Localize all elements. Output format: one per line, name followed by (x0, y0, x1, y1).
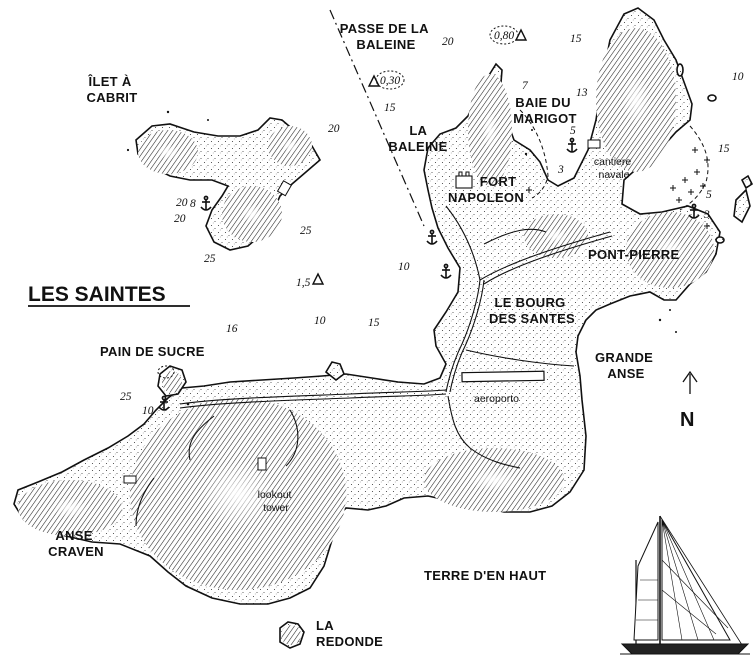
depth-sounding: 20 (442, 36, 454, 48)
depth-sounding: 13 (576, 87, 588, 99)
label-fort-napoleon: FORT NAPOLEON (448, 174, 524, 205)
reef-dots (126, 110, 677, 406)
depth-sounding: 10 (142, 405, 154, 417)
depth-sounding: 10 (314, 315, 326, 327)
label-terre-den-haut: TERRE D'EN HAUT (424, 568, 546, 583)
depth-soundings: 20 0,80 15 0,30 7 13 15 10 20 5 3 15 5 3… (120, 30, 744, 417)
depth-sounding: 20 (176, 197, 188, 209)
hazard-crosses (526, 147, 710, 229)
label-pain-de-sucre: PAIN DE SUCRE (100, 344, 205, 359)
depth-sounding: 15 (570, 33, 582, 45)
label-baie-du-marigot: BAIE DU MARIGOT (513, 95, 576, 126)
depth-sounding: 25 (300, 225, 312, 237)
north-label: N (680, 409, 694, 431)
label-la-baleine: LA BALEINE (388, 123, 447, 154)
depth-sounding: 25 (204, 253, 216, 265)
eastern-rock-2 (740, 174, 754, 190)
depth-sounding: 7 (522, 80, 529, 92)
lookout-tower-building (257, 457, 267, 471)
depth-sounding: 0,30 (380, 75, 400, 87)
depth-sounding: 25 (120, 391, 132, 403)
depth-sounding: 1,5 (296, 277, 311, 289)
cantiere-building (587, 139, 601, 149)
depth-sounding: 16 (226, 323, 238, 335)
islet-north-coast (324, 361, 345, 382)
label-pont-pierre: PONT-PIERRE (588, 247, 679, 262)
road-network (135, 205, 613, 527)
depth-sounding: 8 (190, 198, 196, 210)
north-arrow-icon (682, 370, 698, 394)
sailboat-illustration (620, 515, 750, 655)
depth-sounding: 3 (703, 209, 710, 221)
label-aeroporto: aeroporto (474, 393, 519, 405)
marigot-shoal-boundary (519, 109, 549, 199)
depth-sounding: 15 (384, 102, 396, 114)
eastern-rock-4 (676, 63, 684, 77)
label-grande-anse: GRANDE ANSE (595, 350, 657, 381)
anchor-icon (158, 137, 700, 411)
cabrit-building (276, 180, 293, 197)
fort-napoleon-icon (455, 171, 473, 189)
depth-sounding: 20 (328, 123, 340, 135)
depth-sounding: 15 (718, 143, 730, 155)
eastern-rock-5 (715, 236, 725, 244)
map-title: LES SAINTES (28, 283, 166, 306)
label-ilet-a-cabrit: ÎLET À CABRIT (87, 74, 138, 105)
label-anse-craven: ANSE CRAVEN (48, 528, 104, 559)
depth-sounding: 5 (570, 125, 576, 137)
depth-oval-080 (489, 25, 519, 45)
label-cantiere-navale: cantiere navale (594, 156, 634, 181)
depth-sounding: 5 (706, 189, 712, 201)
depth-sounding: 0,80 (494, 30, 514, 42)
label-la-redonde: LA REDONDE (316, 618, 383, 649)
eastern-rock-3 (707, 94, 717, 102)
depth-sounding: 10 (398, 261, 410, 273)
eastern-rock-1 (733, 188, 751, 224)
depth-sounding: 20 (174, 213, 186, 225)
depth-sounding: 3 (557, 164, 564, 176)
airstrip (461, 370, 545, 383)
east-shoal-boundary (679, 125, 709, 211)
depth-sounding: 15 (368, 317, 380, 329)
west-building (123, 475, 137, 484)
pain-de-sucre-reef (157, 365, 175, 379)
depth-oval-030 (375, 70, 405, 90)
label-passe-de-la-baleine: PASSE DE LA BALEINE (340, 21, 432, 52)
label-le-bourg: LE BOURG DES SANTES (489, 295, 575, 326)
depth-sounding: 10 (732, 71, 744, 83)
label-lookout-tower: lookout tower (258, 489, 295, 514)
